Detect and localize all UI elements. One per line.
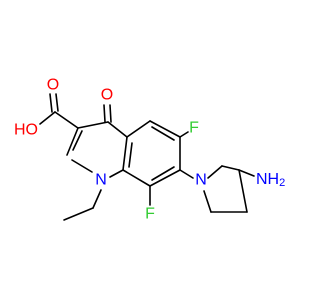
bond-cb-cc (238, 169, 248, 213)
bond-c7-c8 (149, 169, 181, 187)
bond-c7-c8-inner (151, 166, 175, 181)
bond-cb-nh2 (238, 169, 255, 177)
amine-subscript: 2 (279, 177, 285, 189)
bond-ca-cb (221, 165, 240, 171)
bond-c2-c3-double (72, 130, 83, 151)
bond-c7-npyr (179, 169, 194, 179)
ring-nitrogen-label: N (95, 172, 107, 189)
bond-c8a-n1 (109, 169, 124, 178)
pyrrolidine-nitrogen-label: N (195, 172, 207, 189)
acid-oxygen-label: O (47, 77, 59, 94)
molecule-structure: O O HO N F F N NH2 (14, 77, 285, 223)
bond-c3-ccooh (54, 111, 79, 129)
bond-c4a-c8a (122, 136, 128, 171)
carbonyl-oxygen-label: O (101, 87, 113, 104)
bond-n1-c2 (71, 159, 93, 173)
bond-c4a-c5 (126, 120, 151, 138)
bond-ccooh-oh (39, 111, 56, 125)
bond-c4a-c8a-inner (128, 142, 133, 168)
fluorine-8-label: F (145, 206, 155, 223)
amine-label: NH2 (256, 171, 285, 190)
amine-main: NH (256, 171, 279, 188)
bond-c4-c4a (107, 121, 128, 138)
fluorine-6-label: F (189, 120, 199, 137)
bond-c3-c4 (77, 121, 109, 129)
bond-ccooh-o-double (55, 93, 59, 112)
bond-n1-ch2 (92, 189, 102, 209)
bond-c4-o (103, 104, 106, 123)
bond-ch2-ch3 (63, 207, 94, 221)
bond-c2-c3 (66, 127, 79, 156)
bond-c4-o-double (109, 104, 112, 123)
atom-labels: O O HO N F F N NH2 (14, 77, 285, 223)
bond-c5-c6-inner (151, 126, 175, 141)
bond-c6-f (179, 131, 189, 138)
bond-ccooh-o (49, 93, 53, 113)
bond-lines (39, 93, 255, 221)
bond-cd-npyr (203, 190, 212, 213)
hydroxyl-label: HO (14, 122, 38, 139)
bond-npyr-ca (207, 165, 223, 179)
bond-c5-c6 (149, 120, 181, 138)
bond-c8-c8a (122, 169, 151, 187)
